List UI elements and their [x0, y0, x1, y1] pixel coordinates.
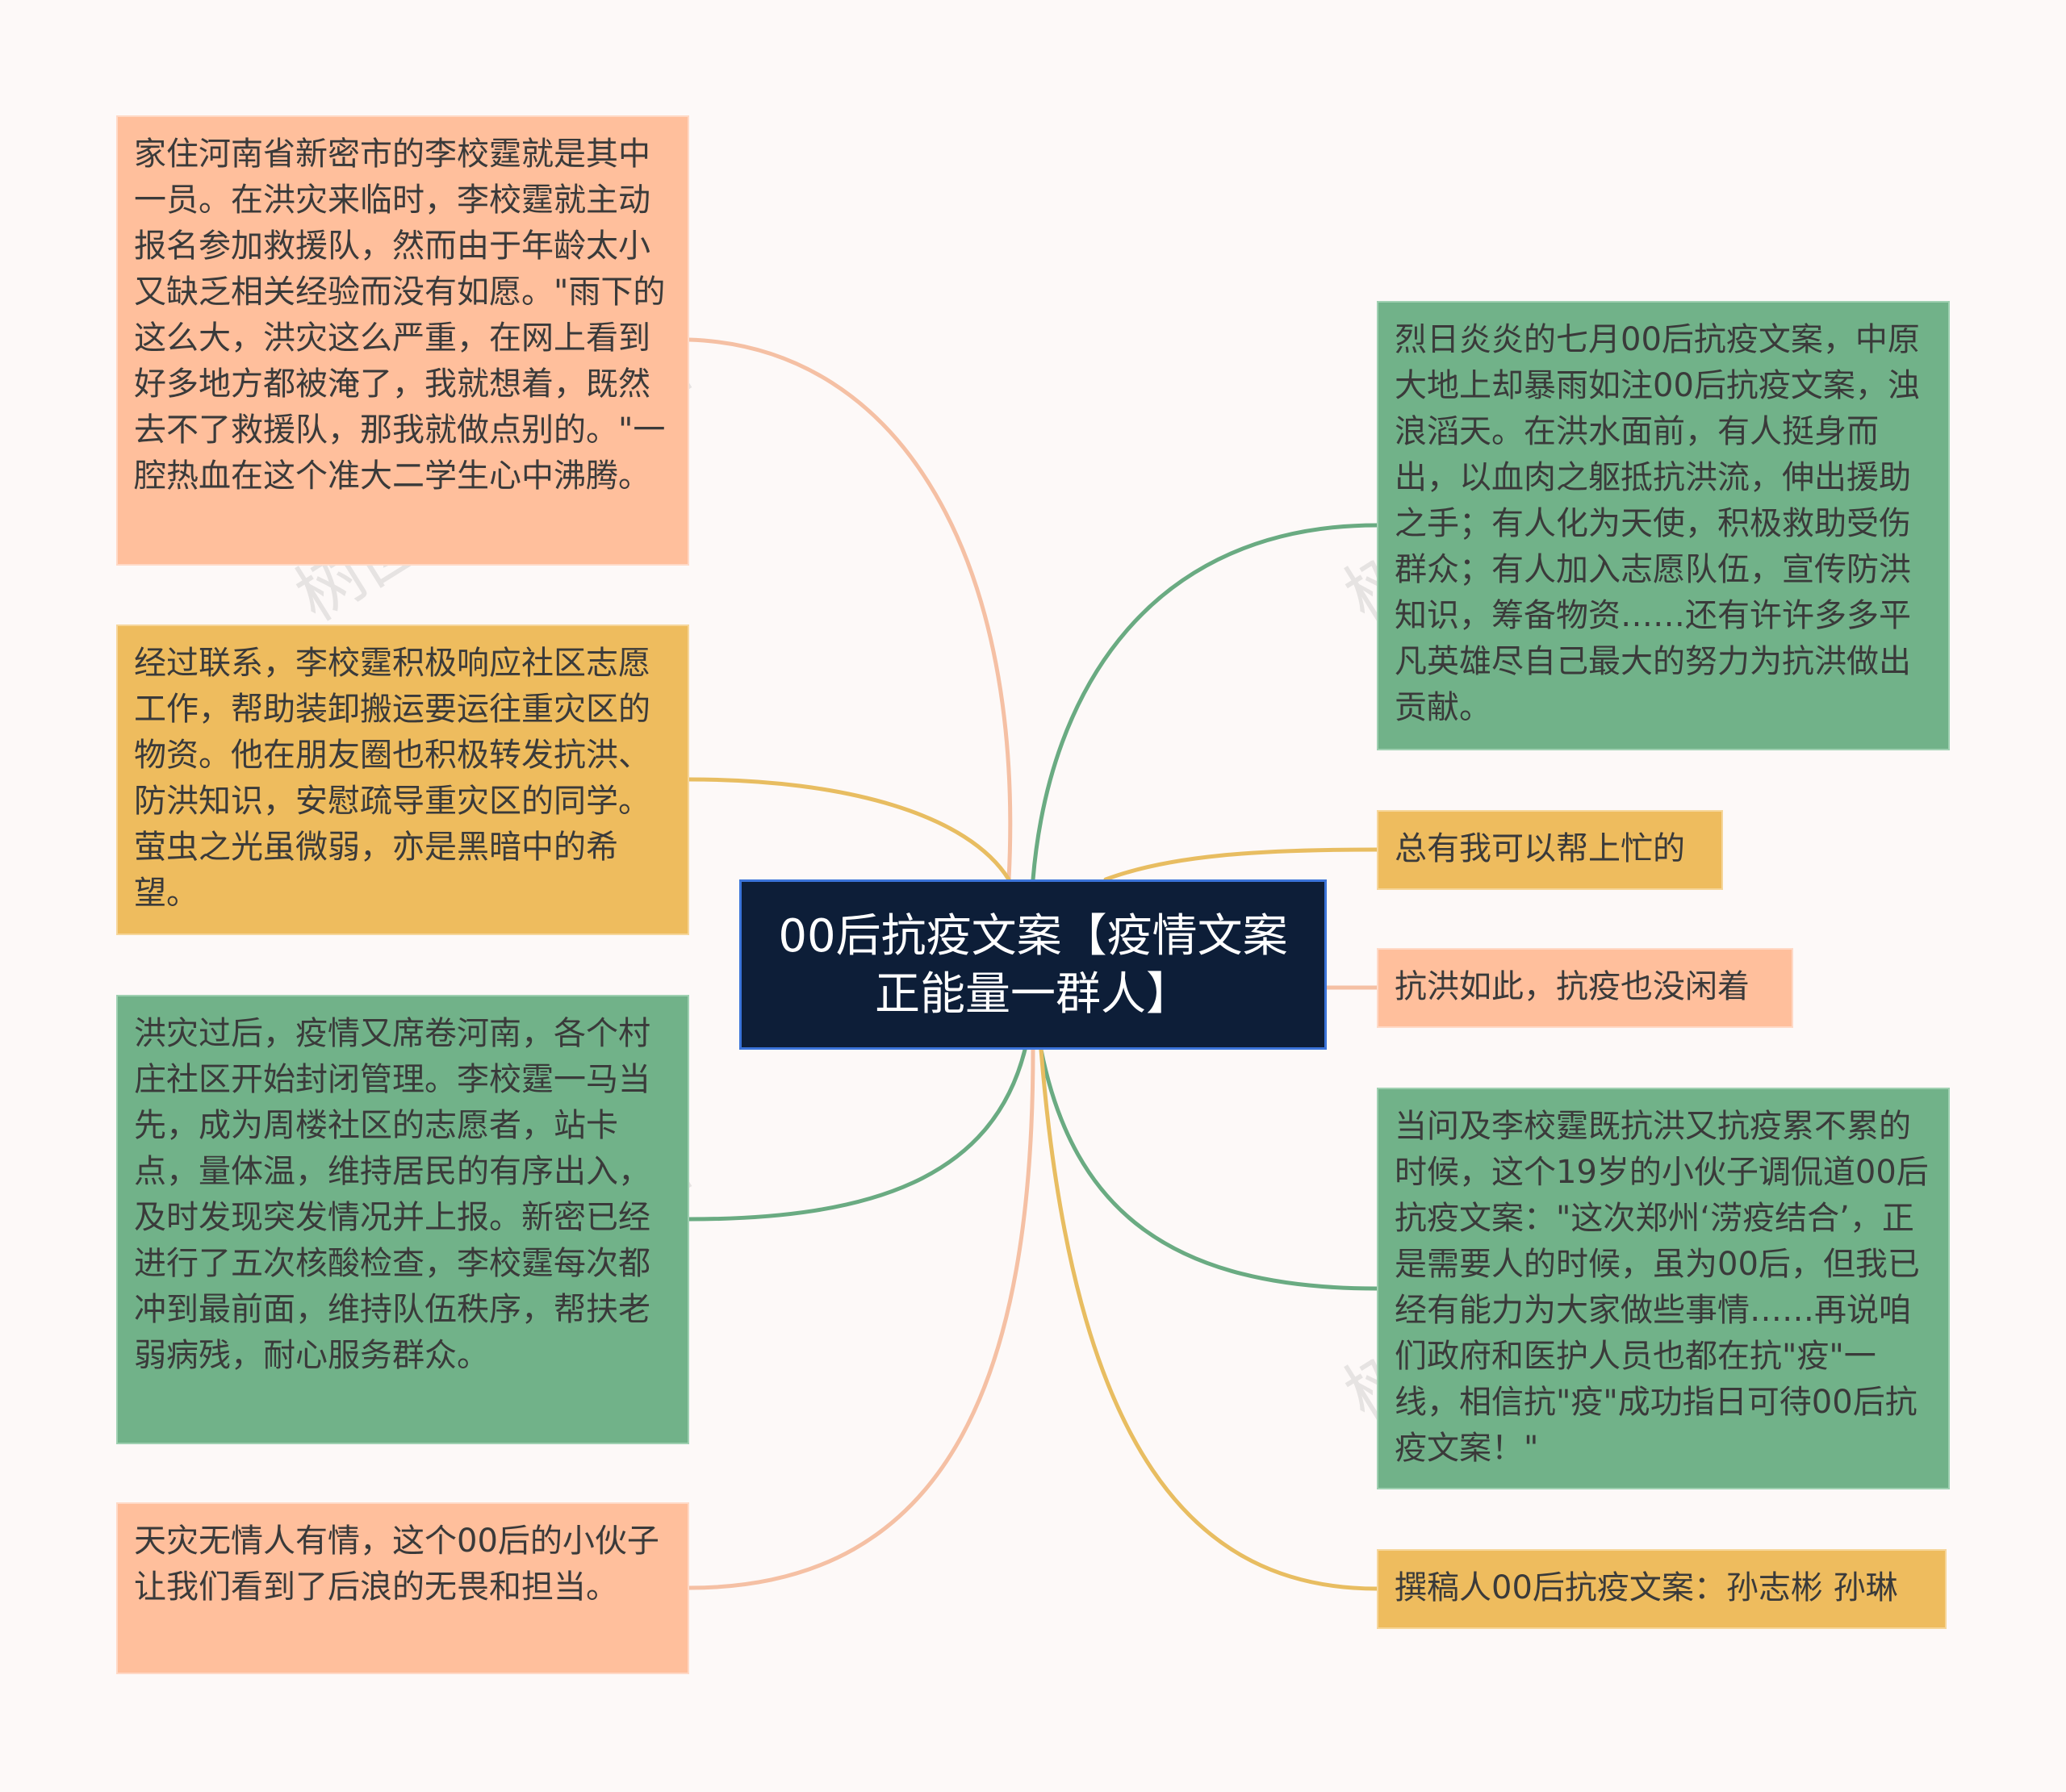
central-topic[interactable]: 00后抗疫文案【疫情文案 正能量一群人】 [739, 879, 1327, 1050]
connector-left-1 [687, 337, 1013, 882]
left-node-2[interactable]: 经过联系，李校霆积极响应社区志愿工作，帮助装卸搬运要运往重灾区的物资。他在朋友圈… [116, 624, 689, 935]
right-node-2[interactable]: 总有我可以帮上忙的 [1377, 810, 1723, 890]
left-node-3[interactable]: 洪灾过后，疫情又席卷河南，各个村庄社区开始封闭管理。李校霆一马当先，成为周楼社区… [116, 995, 689, 1444]
left-node-1[interactable]: 家住河南省新密市的李校霆就是其中一员。在洪灾来临时，李校霆就主动报名参加救援队，… [116, 115, 689, 566]
connector-right-2 [1103, 847, 1379, 882]
connector-right-1 [1031, 523, 1379, 882]
right-node-1[interactable]: 烈日炎炎的七月00后抗疫文案，中原大地上却暴雨如注00后抗疫文案，浊浪滔天。在洪… [1377, 301, 1950, 750]
right-node-5[interactable]: 撰稿人00后抗疫文案：孙志彬 孙琳 [1377, 1549, 1947, 1629]
connector-left-3 [687, 1047, 1027, 1222]
right-node-4[interactable]: 当问及李校霆既抗洪又抗疫累不累的时候，这个19岁的小伙子调侃道00后抗疫文案："… [1377, 1088, 1950, 1489]
right-node-3[interactable]: 抗洪如此，抗疫也没闲着 [1377, 948, 1793, 1028]
connector-right-5 [1039, 1047, 1379, 1591]
connector-left-2 [687, 777, 1011, 882]
connector-left-4 [687, 1047, 1035, 1590]
connector-right-4 [1039, 1047, 1379, 1291]
left-node-4[interactable]: 天灾无情人有情，这个00后的小伙子让我们看到了后浪的无畏和担当。 [116, 1502, 689, 1674]
